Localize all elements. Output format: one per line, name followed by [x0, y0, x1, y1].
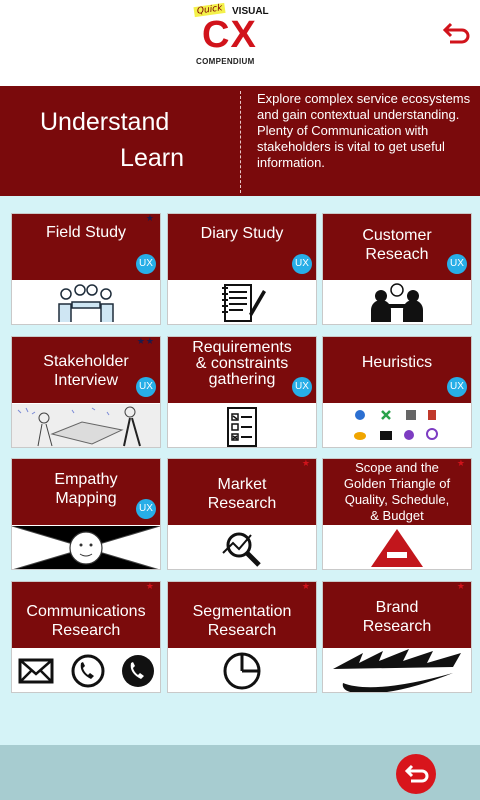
meeting-people-icon — [12, 280, 160, 324]
interview-icon — [323, 280, 471, 324]
back-button-bottom[interactable] — [396, 754, 436, 794]
tile-label: Field Study — [45, 224, 127, 241]
tile-brand-research[interactable]: Brand Research ★ — [322, 581, 472, 693]
tile-label: Communications Research — [26, 603, 146, 639]
notebook-pen-icon — [168, 280, 316, 324]
banner-divider — [240, 91, 241, 193]
tile-label: Segmentation Research — [192, 603, 292, 639]
sketch-meeting-icon — [12, 403, 160, 447]
logo-visual: VISUAL — [232, 6, 269, 17]
tile-label: Customer Reseach — [362, 227, 432, 263]
tile-heuristics[interactable]: Heuristics UX — [322, 336, 472, 448]
tile-communications-research[interactable]: Communications Research ★ — [11, 581, 161, 693]
star-rating: ★ — [301, 459, 311, 469]
tile-empathy-mapping[interactable]: Empathy Mapping UX — [11, 458, 161, 570]
tile-diary-study[interactable]: Diary Study UX — [167, 213, 317, 325]
logo-cx: CX — [202, 14, 257, 56]
magnifier-chart-icon — [168, 525, 316, 569]
tile-stakeholder-interview[interactable]: Stakeholder Interview ★★ UX — [11, 336, 161, 448]
tile-label: Brand Research — [362, 599, 432, 635]
star-rating: ★ — [145, 582, 155, 592]
tile-segmentation-research[interactable]: Segmentation Research ★ — [167, 581, 317, 693]
tile-label: Scope and the Golden Triangle of Quality… — [343, 460, 451, 523]
checklist-icon — [168, 403, 316, 447]
tile-label: Requirements & constraints gathering — [192, 339, 292, 388]
ux-badge: UX — [292, 377, 312, 397]
banner-title-learn: Learn — [120, 144, 184, 172]
banner-title-understand: Understand — [40, 108, 170, 136]
star-rating: ★ — [145, 214, 155, 224]
mail-phone-icon — [12, 648, 160, 692]
tile-customer-reseach[interactable]: Customer Reseach UX — [322, 213, 472, 325]
ux-badge: UX — [447, 377, 467, 397]
app-icons-icon — [323, 403, 471, 447]
empathy-map-icon — [12, 525, 160, 569]
tile-label: Market Research — [207, 476, 277, 512]
ux-badge: UX — [136, 377, 156, 397]
undo-arrow-icon — [404, 764, 429, 783]
ux-badge: UX — [136, 254, 156, 274]
pie-icon — [168, 648, 316, 692]
back-button-top[interactable] — [438, 16, 472, 50]
tile-label: Stakeholder Interview — [43, 353, 129, 389]
star-rating: ★ — [456, 582, 466, 592]
star-rating: ★ — [301, 582, 311, 592]
cx-compendium-logo: Quick VISUAL CX COMPENDIUM — [193, 2, 270, 68]
triangle-icon — [323, 525, 471, 569]
logo-compendium: COMPENDIUM — [196, 57, 255, 66]
ux-badge: UX — [136, 499, 156, 519]
tile-label: Empathy Mapping — [54, 471, 118, 507]
app-header: Quick VISUAL CX COMPENDIUM — [0, 0, 480, 86]
ux-badge: UX — [447, 254, 467, 274]
undo-arrow-icon — [442, 22, 470, 44]
nike-logo-icon — [323, 648, 471, 692]
ux-badge: UX — [292, 254, 312, 274]
star-rating: ★★ — [136, 337, 155, 347]
tile-scope-golden-triangle[interactable]: Scope and the Golden Triangle of Quality… — [322, 458, 472, 570]
tile-field-study[interactable]: Field Study ★ UX — [11, 213, 161, 325]
tile-label: Heuristics — [361, 354, 433, 371]
tile-market-research[interactable]: Market Research ★ — [167, 458, 317, 570]
tile-label: Diary Study — [200, 225, 284, 242]
section-banner: Understand Learn Explore complex service… — [0, 86, 480, 196]
tile-requirements-constraints-gathering[interactable]: Requirements & constraints gathering UX — [167, 336, 317, 448]
star-rating: ★ — [456, 459, 466, 469]
banner-description: Explore complex service ecosystems and g… — [257, 91, 471, 170]
